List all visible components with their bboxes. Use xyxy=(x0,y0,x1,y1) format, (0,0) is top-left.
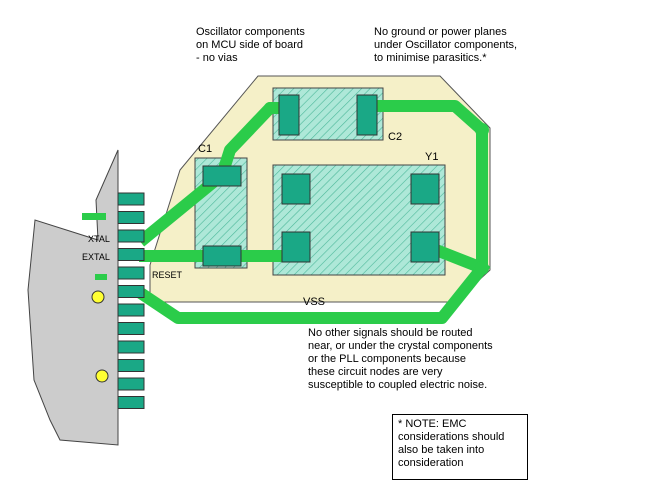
chip-marker-mid xyxy=(95,274,107,280)
mcu-pin xyxy=(117,266,145,280)
mcu-pin xyxy=(117,229,145,243)
mcu-chip xyxy=(27,149,119,446)
mcu-pin xyxy=(117,211,145,224)
mcu-pin xyxy=(117,359,145,372)
mcu-pin xyxy=(117,285,145,298)
y1-pad-bottom-right xyxy=(410,231,440,263)
mcu-pins xyxy=(117,192,145,409)
no-planes-note: No ground or power planes under Oscillat… xyxy=(374,26,518,64)
y1-pad-top-left xyxy=(281,173,311,205)
emc-note-box: * NOTE: EMC considerations should also b… xyxy=(392,414,528,480)
mcu-pin xyxy=(117,303,145,317)
pads xyxy=(202,94,440,267)
c2-pad-right xyxy=(356,94,378,136)
c2-label: C2 xyxy=(388,131,402,143)
via-icon xyxy=(95,369,109,383)
xtal-pin-label: XTAL xyxy=(88,234,110,244)
c1-pad-top xyxy=(202,165,242,187)
oscillator-side-note: Oscillator components on MCU side of boa… xyxy=(196,26,305,64)
c1-label: C1 xyxy=(198,143,212,155)
vss-trace xyxy=(136,259,491,324)
c2-pad-left xyxy=(278,94,300,136)
mcu-pin xyxy=(117,322,145,335)
y1-pad-bottom-left xyxy=(281,231,311,263)
mcu-pin xyxy=(117,192,145,206)
mcu-pin xyxy=(117,396,145,409)
xtal-trace xyxy=(136,102,296,247)
via-icon xyxy=(91,290,105,304)
routing-note: No other signals should be routed near, … xyxy=(308,327,493,391)
mcu-pin xyxy=(117,377,145,391)
extal-pin-label: EXTAL xyxy=(82,252,110,262)
chip-marker-top xyxy=(82,213,106,220)
mcu-pin xyxy=(117,340,145,354)
y1-label: Y1 xyxy=(425,151,438,163)
vss-label: VSS xyxy=(303,296,325,308)
mcu-pin xyxy=(117,248,145,261)
c1-pad-bottom xyxy=(202,245,242,267)
reset-pin-label: RESET xyxy=(152,270,183,280)
y1-pad-top-right xyxy=(410,173,440,205)
